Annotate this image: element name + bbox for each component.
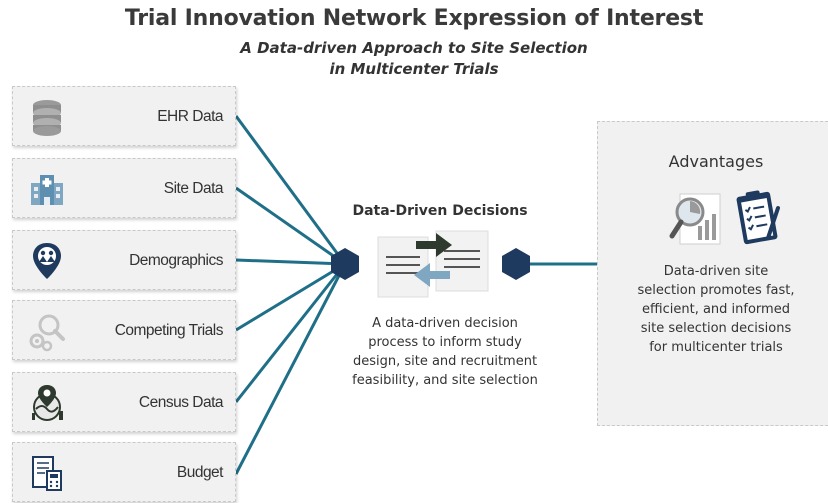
- adv-desc-line-5: for multicenter trials: [649, 340, 783, 355]
- page-title: Trial Innovation Network Expression of I…: [124, 6, 704, 31]
- analysis-chart-icon: [669, 193, 721, 245]
- source-label-budget: Budget: [176, 464, 224, 481]
- source-label-census: Census Data: [138, 394, 224, 411]
- center-description: A data-driven decision process to inform…: [340, 314, 550, 390]
- source-box-ehr: EHR Data: [12, 86, 236, 146]
- database-icon: [33, 100, 61, 136]
- source-label-demographics: Demographics: [129, 252, 223, 269]
- source-label-site: Site Data: [163, 180, 224, 197]
- source-box-census: Census Data: [12, 372, 236, 432]
- connector-demographics: [235, 258, 346, 266]
- source-label-ehr: EHR Data: [157, 108, 223, 125]
- adv-desc-line-3: efficient, and informed: [642, 302, 790, 317]
- center-desc-line-1: A data-driven decision: [372, 316, 518, 331]
- hospital-icon: [31, 175, 63, 205]
- clipboard-checklist-icon: [736, 190, 780, 245]
- connector-census: [234, 263, 347, 403]
- source-box-site: Site Data: [12, 158, 236, 218]
- hexagon-input-node: [331, 248, 359, 280]
- connector-site: [235, 186, 346, 266]
- source-box-competing: Competing Trials: [12, 300, 236, 360]
- source-box-demographics: Demographics: [12, 230, 236, 290]
- center-title: Data-Driven Decisions: [352, 203, 528, 219]
- advantages-title: Advantages: [668, 152, 764, 171]
- center-desc-line-2: process to inform study: [368, 335, 522, 350]
- subtitle-line-2: in Multicenter Trials: [329, 60, 499, 78]
- subtitle-line-1: A Data-driven Approach to Site Selection: [240, 39, 588, 57]
- hexagon-output-node: [502, 248, 530, 280]
- globe-pin-icon: [32, 385, 63, 421]
- center-desc-line-4: feasibility, and site selection: [352, 373, 538, 388]
- source-label-competing: Competing Trials: [114, 322, 224, 339]
- advantages-box: Advantages Data-driven site selection pr…: [597, 121, 828, 426]
- source-box-budget: Budget: [12, 442, 236, 502]
- adv-desc-line-1: Data-driven site: [663, 264, 769, 279]
- adv-desc-line-4: site selection decisions: [640, 321, 792, 336]
- location-people-icon: [33, 243, 61, 279]
- adv-desc-line-2: selection promotes fast,: [637, 283, 795, 298]
- connector-budget: [234, 263, 347, 475]
- search-gears-icon: [29, 314, 65, 352]
- data-exchange-icon: [377, 230, 489, 298]
- center-desc-line-3: design, site and recruitment: [352, 354, 538, 369]
- budget-calculator-icon: [32, 456, 62, 491]
- page-subtitle: A Data-driven Approach to Site Selection…: [0, 38, 828, 80]
- advantages-description: Data-driven site selection promotes fast…: [608, 262, 824, 357]
- connector-competing: [235, 262, 346, 332]
- connector-ehr: [234, 115, 347, 265]
